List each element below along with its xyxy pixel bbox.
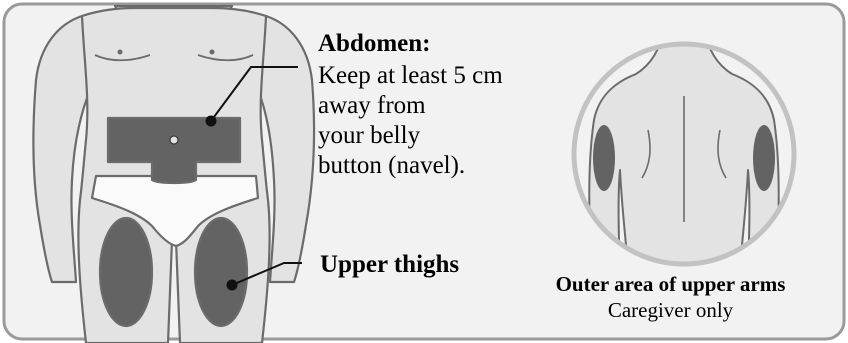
nipple-right <box>210 50 215 55</box>
abdomen-leader-dot <box>207 117 216 126</box>
arm-injection-area-left <box>593 125 615 191</box>
upper-arms-label: Outer area of upper arms <box>527 272 814 297</box>
thigh-injection-area-right <box>195 218 247 326</box>
abdomen-instructions: Keep at least 5 cm away from your belly … <box>318 61 503 181</box>
thigh-injection-area-left <box>100 218 152 326</box>
abdomen-line-1: Keep at least 5 cm <box>318 61 503 91</box>
abdomen-title: Abdomen: <box>318 29 431 58</box>
abdomen-line-3: your belly <box>318 121 503 151</box>
caregiver-note: Caregiver only <box>527 298 814 323</box>
navel <box>170 136 178 144</box>
abdomen-line-4: button (navel). <box>318 151 503 181</box>
arm-injection-area-right <box>753 125 775 191</box>
thigh-leader-dot <box>228 281 237 290</box>
nipple-left <box>118 50 123 55</box>
upper-thighs-label: Upper thighs <box>320 250 459 279</box>
abdomen-line-2: away from <box>318 91 503 121</box>
